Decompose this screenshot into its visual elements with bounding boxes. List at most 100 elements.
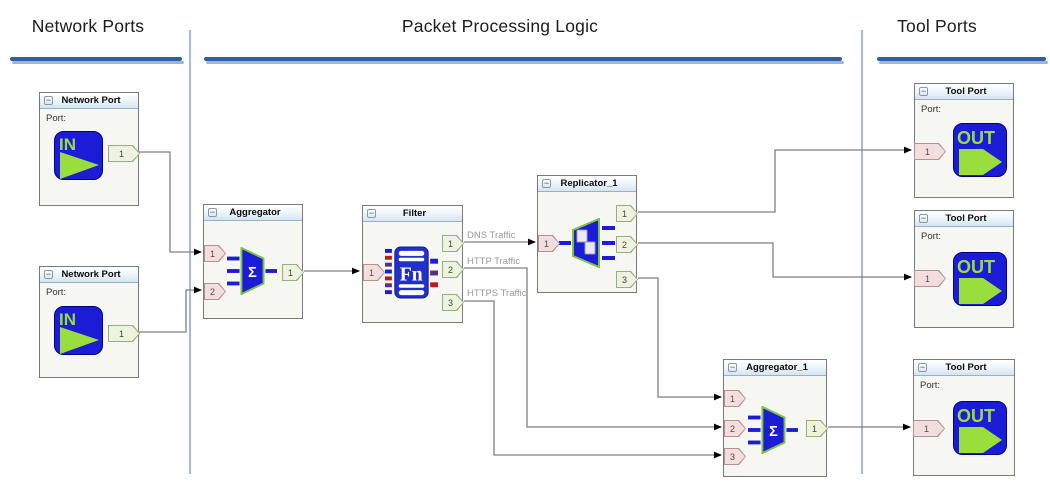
input-port-1[interactable]: 1 <box>724 390 746 407</box>
wire-filter.out3_https-to-aggregator_1.in3[interactable] <box>464 300 721 456</box>
node-title: Network Port <box>61 95 121 106</box>
wire-arrowhead <box>194 286 202 294</box>
wire-replicator_1.out3-to-aggregator_1.in1[interactable] <box>638 277 721 398</box>
filter-fn-icon: Fn <box>385 246 438 299</box>
node-header[interactable]: − Tool Port <box>914 360 1014 376</box>
node-header[interactable]: − Aggregator <box>204 205 302 221</box>
collapse-icon[interactable]: − <box>208 207 217 217</box>
port-field-label: Port: <box>921 231 942 242</box>
wire-arrowhead <box>904 146 912 154</box>
collapse-icon[interactable]: − <box>728 362 737 372</box>
svg-text:OUT: OUT <box>957 406 995 426</box>
node-tool-port-3[interactable]: − Tool Port Port: OUT 1 <box>913 359 1015 476</box>
node-title: Filter <box>402 208 427 219</box>
stream-label-dns: DNS Traffic <box>467 230 516 241</box>
input-port-2[interactable]: 2 <box>204 283 226 300</box>
output-port-3[interactable]: 3 <box>442 294 464 311</box>
port-field-label: Port: <box>921 104 942 115</box>
wire-arrowhead <box>904 273 912 281</box>
node-header[interactable]: − Replicator_1 <box>538 176 636 192</box>
svg-text:OUT: OUT <box>957 128 995 148</box>
wire-arrowhead <box>714 393 722 401</box>
section-divider-right <box>861 30 863 474</box>
wire-network_port_2.out1-to-aggregator.in2[interactable] <box>139 289 201 333</box>
tool-out-icon: OUT <box>953 123 1007 177</box>
svg-text:Fn: Fn <box>400 264 423 285</box>
wire-network_port_1.out1-to-aggregator.in1[interactable] <box>139 151 201 253</box>
output-port-1[interactable]: 1 <box>616 205 638 222</box>
svg-text:OUT: OUT <box>957 257 995 277</box>
node-header[interactable]: − Network Port <box>40 267 138 283</box>
collapse-icon[interactable]: − <box>919 213 928 223</box>
port-field-label: Port: <box>46 113 67 124</box>
input-port-1[interactable]: 1 <box>538 235 560 252</box>
input-port-1[interactable]: 1 <box>363 264 385 281</box>
node-title: Aggregator_1 <box>746 362 808 373</box>
wire-arrowhead <box>903 423 911 431</box>
wire-replicator_1.out2-to-tool_port_2.in1[interactable] <box>638 242 911 278</box>
port-field-label: Port: <box>46 287 67 298</box>
node-network-port-1[interactable]: − Network Port Port: IN 1 <box>39 92 139 206</box>
output-port-1[interactable]: 1 <box>108 145 140 162</box>
stream-label-https: HTTPS Traffic <box>467 288 527 299</box>
node-replicator-1[interactable]: − Replicator_1 1 1 2 3 <box>537 175 637 293</box>
collapse-icon[interactable]: − <box>542 178 551 188</box>
node-header[interactable]: − Aggregator_1 <box>724 360 826 376</box>
output-port-2[interactable]: 2 <box>442 261 464 278</box>
input-port-1[interactable]: 1 <box>914 143 946 160</box>
network-ports-underline <box>10 57 184 64</box>
node-title: Tool Port <box>945 362 987 373</box>
svg-text:Σ: Σ <box>769 424 778 440</box>
section-title-tool-ports: Tool Ports <box>897 16 977 36</box>
input-port-2[interactable]: 2 <box>724 420 746 437</box>
input-port-3[interactable]: 3 <box>724 448 746 465</box>
wire-replicator_1.out1-to-tool_port_1.in1[interactable] <box>638 149 911 213</box>
aggregator-sigma-icon: Σ <box>748 406 798 454</box>
output-port-1[interactable]: 1 <box>108 325 140 342</box>
node-title: Replicator_1 <box>560 178 618 189</box>
svg-text:IN: IN <box>59 135 76 154</box>
processing-logic-underline <box>204 57 844 64</box>
output-port-3[interactable]: 3 <box>616 271 638 288</box>
input-port-1[interactable]: 1 <box>204 245 226 262</box>
wire-arrowhead <box>528 238 536 246</box>
node-header[interactable]: − Tool Port <box>915 211 1013 227</box>
node-title: Network Port <box>61 269 121 280</box>
node-tool-port-1[interactable]: − Tool Port Port: OUT 1 <box>914 83 1014 198</box>
collapse-icon[interactable]: − <box>367 208 376 218</box>
wire-filter.out2_http-to-aggregator_1.in2[interactable] <box>464 267 721 428</box>
collapse-icon[interactable]: − <box>918 362 927 372</box>
tool-out-icon: OUT <box>953 401 1007 455</box>
port-field-label: Port: <box>920 380 941 391</box>
node-header[interactable]: − Tool Port <box>915 84 1013 100</box>
wire-arrowhead <box>352 267 360 275</box>
node-network-port-2[interactable]: − Network Port Port: IN 1 <box>39 266 139 378</box>
wire-arrowhead <box>714 451 722 459</box>
node-aggregator-1[interactable]: − Aggregator_1 Σ 1 2 3 1 <box>723 359 827 477</box>
output-port-1[interactable]: 1 <box>442 235 464 252</box>
output-port-1[interactable]: 1 <box>282 264 304 281</box>
collapse-icon[interactable]: − <box>44 269 53 279</box>
input-port-1[interactable]: 1 <box>913 420 945 437</box>
node-header[interactable]: − Network Port <box>40 93 138 109</box>
replicator-icon <box>559 218 615 268</box>
node-filter[interactable]: − Filter Fn 1 1 2 3 <box>362 205 463 323</box>
aggregator-sigma-icon: Σ <box>227 247 277 295</box>
collapse-icon[interactable]: − <box>44 95 53 105</box>
network-in-icon: IN <box>54 131 103 180</box>
tool-out-icon: OUT <box>953 252 1007 306</box>
node-aggregator[interactable]: − Aggregator Σ 1 2 1 <box>203 204 303 319</box>
tool-ports-underline <box>877 57 1048 64</box>
node-header[interactable]: − Filter <box>363 206 462 222</box>
stream-label-http: HTTP Traffic <box>467 256 520 267</box>
input-port-1[interactable]: 1 <box>914 270 946 287</box>
node-tool-port-2[interactable]: − Tool Port Port: OUT 1 <box>914 210 1014 328</box>
collapse-icon[interactable]: − <box>919 86 928 96</box>
output-port-1[interactable]: 1 <box>806 420 828 437</box>
output-port-2[interactable]: 2 <box>616 236 638 253</box>
wire-arrowhead <box>194 248 202 256</box>
section-title-network-ports: Network Ports <box>31 16 145 36</box>
node-title: Tool Port <box>945 213 987 224</box>
